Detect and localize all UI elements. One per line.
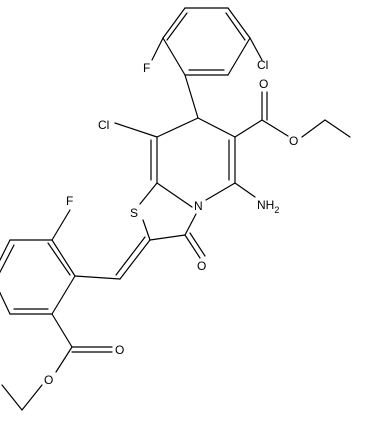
bond-ring-cl — [249, 37, 263, 61]
nh2-label: NH — [257, 198, 274, 212]
atom-o-ester-carbonyl-bottom: O — [115, 343, 124, 357]
bond-exo-double-2 — [115, 236, 146, 276]
bottom-aryl-ring — [0, 239, 76, 315]
atom-f-bottom-aryl: F — [66, 194, 73, 208]
atom-s: S — [130, 206, 138, 220]
bond-exo-double-1 — [119, 239, 151, 280]
atom-o-carbonyl: O — [197, 259, 206, 273]
nh2-subscript: 2 — [274, 205, 279, 215]
pyrimidine-ring — [150, 117, 236, 208]
atom-o-ester-ether-bottom: O — [44, 373, 53, 387]
atom-n: N — [194, 199, 203, 213]
thiazole-ring — [139, 182, 197, 241]
bond-carbonyl-o — [184, 234, 201, 259]
atom-cl-aryl: Cl — [257, 58, 268, 72]
bond-c5-nh2 — [234, 182, 256, 198]
bond-ch-aryl — [74, 275, 121, 280]
ester-top — [234, 91, 351, 138]
atom-f-aryl: F — [143, 61, 150, 75]
bond-c8-cl — [114, 122, 158, 138]
atom-o-ester-ether-top: O — [289, 134, 298, 148]
bond-carbonyl-o-2 — [189, 232, 206, 257]
bond-aryl-c7 — [184, 74, 199, 119]
atom-cl-c8: Cl — [98, 118, 109, 132]
atom-o-ester-carbonyl-top: O — [259, 77, 268, 91]
bond-aryl-f — [51, 209, 71, 241]
atom-nh2: NH2 — [257, 198, 279, 215]
top-aryl-ring — [162, 7, 251, 76]
ester-bottom — [1, 313, 113, 411]
bond-ring-f — [151, 37, 164, 61]
